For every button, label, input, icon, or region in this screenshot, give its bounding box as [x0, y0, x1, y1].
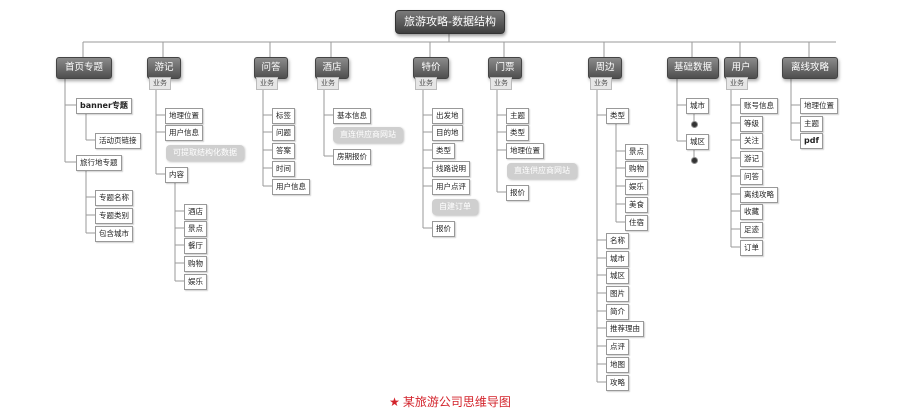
- root-node[interactable]: 旅游攻略-数据结构: [395, 10, 505, 34]
- tag-business: 业务: [256, 77, 278, 90]
- node-theme[interactable]: 主题: [506, 108, 529, 124]
- node-travelogue[interactable]: 游记: [740, 151, 763, 167]
- node-food[interactable]: 美食: [625, 197, 648, 213]
- tag-business: 业务: [149, 77, 171, 90]
- node-offline-guide[interactable]: 离线攻略: [740, 187, 778, 203]
- node-type[interactable]: 类型: [506, 125, 529, 141]
- node-theme[interactable]: 主题: [800, 116, 823, 132]
- node-activity-link[interactable]: 活动页链接: [95, 133, 141, 149]
- collapse-dot[interactable]: [691, 157, 698, 164]
- node-entertainment[interactable]: 娱乐: [625, 179, 648, 195]
- node-pdf[interactable]: pdf: [800, 133, 823, 149]
- node-included-cities[interactable]: 包含城市: [95, 226, 133, 242]
- node-destination[interactable]: 目的地: [432, 125, 463, 141]
- tag-business: 业务: [317, 77, 339, 90]
- node-type[interactable]: 类型: [432, 143, 455, 159]
- node-accommodation[interactable]: 住宿: [625, 215, 648, 231]
- node-account-info[interactable]: 账号信息: [740, 98, 778, 114]
- note-self-built-orders: 自建订单: [432, 199, 478, 215]
- node-type[interactable]: 类型: [606, 108, 629, 124]
- node-tags[interactable]: 标签: [272, 108, 295, 124]
- category-offline-guide[interactable]: 离线攻略: [782, 57, 838, 79]
- node-banner-topic[interactable]: banner专题: [76, 98, 132, 114]
- node-hotel[interactable]: 酒店: [184, 204, 207, 220]
- category-homepage-topics[interactable]: 首页专题: [56, 57, 112, 79]
- note-direct-supplier: 直连供应商网站: [333, 127, 403, 143]
- category-travelogue[interactable]: 游记: [147, 57, 181, 79]
- node-user-review[interactable]: 用户点评: [432, 179, 470, 195]
- node-map[interactable]: 地图: [606, 357, 629, 373]
- star-icon: ★: [389, 395, 400, 409]
- category-nearby[interactable]: 周边: [588, 57, 622, 79]
- category-hotel[interactable]: 酒店: [315, 57, 349, 79]
- caption-text: 某旅游公司思维导图: [402, 395, 511, 409]
- node-price[interactable]: 报价: [506, 185, 529, 201]
- node-review[interactable]: 点评: [606, 339, 629, 355]
- node-follow[interactable]: 关注: [740, 133, 763, 149]
- tag-business: 业务: [415, 77, 437, 90]
- category-qa[interactable]: 问答: [254, 57, 288, 79]
- node-room-price[interactable]: 房期报价: [333, 149, 371, 165]
- node-location[interactable]: 地理位置: [800, 98, 838, 114]
- node-content[interactable]: 内容: [165, 167, 188, 183]
- collapse-dot[interactable]: [691, 121, 698, 128]
- node-shopping[interactable]: 购物: [184, 256, 207, 272]
- node-footprint[interactable]: 足迹: [740, 222, 763, 238]
- node-question[interactable]: 问题: [272, 125, 295, 141]
- category-user[interactable]: 用户: [724, 57, 758, 79]
- node-scenic-spot[interactable]: 景点: [625, 144, 648, 160]
- node-images[interactable]: 图片: [606, 286, 629, 302]
- node-location[interactable]: 地理位置: [165, 108, 203, 124]
- node-location[interactable]: 地理位置: [506, 143, 544, 159]
- node-topic-category[interactable]: 专题类别: [95, 208, 133, 224]
- node-restaurant[interactable]: 餐厅: [184, 238, 207, 254]
- node-orders[interactable]: 订单: [740, 240, 763, 256]
- node-district[interactable]: 城区: [686, 134, 709, 150]
- note-direct-supplier: 直连供应商网站: [507, 163, 577, 179]
- node-shopping[interactable]: 购物: [625, 161, 648, 177]
- tag-business: 业务: [726, 77, 748, 90]
- node-guide[interactable]: 攻略: [606, 375, 629, 391]
- node-recommend-reason[interactable]: 推荐理由: [606, 321, 644, 337]
- node-time[interactable]: 时间: [272, 161, 295, 177]
- node-departure[interactable]: 出发地: [432, 108, 463, 124]
- node-topic-name[interactable]: 专题名称: [95, 190, 133, 206]
- note-extractable-data: 可提取结构化数据: [166, 145, 244, 161]
- node-user-info[interactable]: 用户信息: [165, 125, 203, 141]
- node-district[interactable]: 城区: [606, 268, 629, 284]
- node-answer[interactable]: 答案: [272, 143, 295, 159]
- category-special-offers[interactable]: 特价: [413, 57, 449, 79]
- node-intro[interactable]: 简介: [606, 304, 629, 320]
- tag-business: 业务: [490, 77, 512, 90]
- node-qa[interactable]: 问答: [740, 169, 763, 185]
- node-basic-info[interactable]: 基本信息: [333, 108, 371, 124]
- node-favorites[interactable]: 收藏: [740, 204, 763, 220]
- node-user-info[interactable]: 用户信息: [272, 179, 310, 195]
- category-tickets[interactable]: 门票: [488, 57, 522, 79]
- node-route-desc[interactable]: 线路说明: [432, 161, 470, 177]
- node-city[interactable]: 城市: [686, 98, 709, 114]
- node-city[interactable]: 城市: [606, 251, 629, 267]
- category-base-data[interactable]: 基础数据: [667, 57, 719, 79]
- node-destination-topic[interactable]: 旅行地专题: [76, 155, 122, 171]
- node-scenic-spot[interactable]: 景点: [184, 221, 207, 237]
- tag-business: 业务: [590, 77, 612, 90]
- node-entertainment[interactable]: 娱乐: [184, 274, 207, 290]
- caption: ★某旅游公司思维导图: [0, 393, 900, 410]
- node-price[interactable]: 报价: [432, 221, 455, 237]
- node-level[interactable]: 等级: [740, 116, 763, 132]
- node-name[interactable]: 名称: [606, 233, 629, 249]
